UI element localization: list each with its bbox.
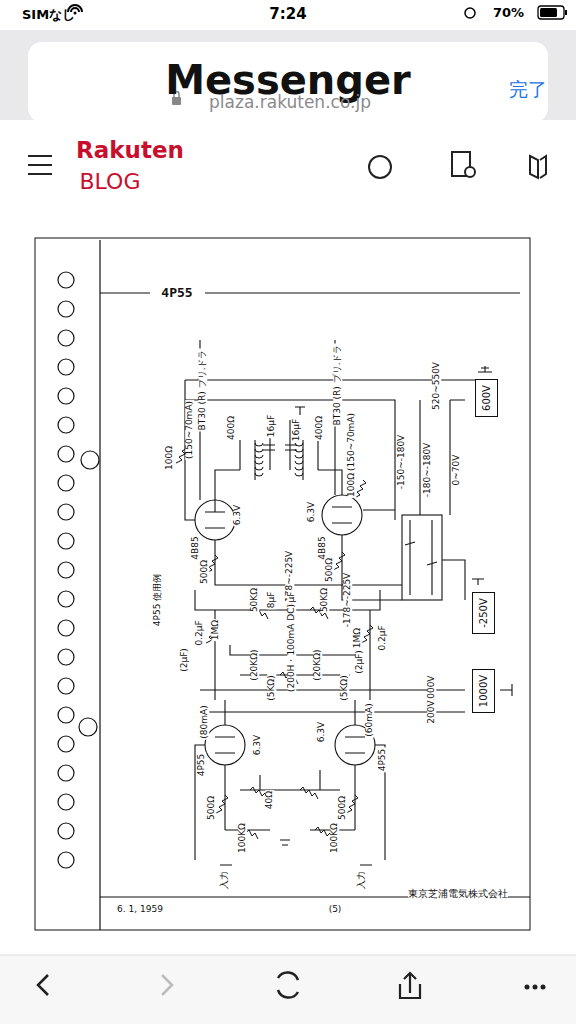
- component-value: 0~70V: [452, 454, 461, 487]
- binder-hole: [58, 591, 74, 607]
- component-value: 100Ω: [165, 445, 174, 471]
- binder-hole: [58, 272, 74, 288]
- component-value: (80mA): [200, 704, 209, 739]
- component-value: (5KΩ): [267, 674, 276, 702]
- binder-hole: [58, 533, 74, 549]
- component-value: 6.3V: [253, 734, 262, 756]
- ui-text: 完了: [509, 80, 547, 100]
- component-value: (150~70mA): [347, 412, 356, 472]
- resistor-symbol: [300, 787, 318, 799]
- component-value: 50KΩ: [320, 587, 329, 613]
- scan-page: [35, 238, 530, 930]
- binder-hole: [58, 649, 74, 665]
- ui-text: 70%: [493, 6, 524, 20]
- ui-text: BLOG: [80, 170, 141, 193]
- component-value: (200H・100mA DC): [287, 603, 296, 693]
- component-value: 0.2μF: [378, 624, 387, 651]
- supply-voltage: -250V: [478, 598, 489, 628]
- component-value: 16μF: [267, 414, 276, 438]
- component-value: 4P55: [378, 748, 387, 773]
- component-value: BT30 (R) プリ.ドラ: [333, 344, 342, 427]
- component-value: 入力: [220, 870, 229, 890]
- component-value: 0.2μF: [195, 619, 204, 646]
- binder-hole: [58, 475, 74, 491]
- binder-hole: [58, 417, 74, 433]
- component-value: (2μF): [180, 647, 189, 673]
- component-value: (20KΩ): [250, 648, 259, 681]
- resistor-symbol: [216, 795, 228, 813]
- component-value: 50KΩ: [250, 587, 259, 613]
- binder-hole: [58, 620, 74, 636]
- binder-hole: [58, 852, 74, 868]
- component-value: 100KΩ: [330, 822, 339, 854]
- component-value: -180~-180V: [423, 442, 432, 499]
- supply-box: 1000V: [472, 669, 495, 713]
- component-value: 6.3V: [307, 501, 316, 523]
- component-value: 1MΩ: [353, 627, 362, 649]
- component-value: 200V: [427, 699, 436, 724]
- component-value: 1MΩ: [211, 619, 220, 641]
- component-value: 500Ω: [338, 795, 347, 821]
- component-value: 520~550V: [432, 361, 441, 411]
- binder-hole: [58, 736, 74, 752]
- component-value: 4P55: [161, 286, 192, 300]
- component-value: 100KΩ: [238, 822, 247, 854]
- resistor-symbol: [361, 625, 373, 643]
- component-value: 400Ω: [227, 415, 236, 441]
- binder-hole: [58, 504, 74, 520]
- component-value: 6.3V: [317, 721, 326, 743]
- component-value: 4P55: [197, 753, 206, 778]
- binder-hole: [58, 678, 74, 694]
- component-value: 16μF: [292, 418, 301, 442]
- ui-text: plaza.rakuten.co.jp: [209, 94, 371, 112]
- component-value: 6. 1, 1959: [117, 905, 163, 914]
- component-value: 8μF: [267, 591, 276, 610]
- component-value: 500Ω: [207, 795, 216, 821]
- supply-box: 600V: [475, 379, 498, 417]
- component-value: 40Ω: [265, 790, 274, 810]
- component-value: -178~-225V: [343, 572, 352, 629]
- binder-hole: [58, 765, 74, 781]
- ui-text: SIMなし: [22, 8, 75, 22]
- component-value: (5KΩ): [340, 674, 349, 702]
- supply-box: -250V: [472, 592, 495, 634]
- ui-text: Rakuten: [76, 138, 184, 162]
- binder-hole: [58, 388, 74, 404]
- component-value: 500Ω: [325, 557, 334, 583]
- binder-hole: [58, 359, 74, 375]
- component-value: 500Ω: [200, 559, 209, 585]
- supply-voltage: 600V: [481, 385, 492, 411]
- component-value: (2μF): [355, 649, 364, 675]
- component-value: 東京芝浦電気株式会社: [408, 889, 508, 900]
- supply-voltage: 1000V: [478, 675, 489, 707]
- binder-hole: [58, 794, 74, 810]
- component-value: 入力: [357, 870, 366, 890]
- component-value: 400Ω: [315, 415, 324, 441]
- binder-hole: [58, 562, 74, 578]
- component-value: (60mA): [365, 702, 374, 737]
- component-value: BT30 (R) プリ.ドラ: [198, 349, 207, 432]
- component-value: 4P55 使用例: [153, 573, 162, 627]
- ui-text: 7:24: [269, 7, 306, 23]
- component-value: (20KΩ): [313, 648, 322, 681]
- component-value: 100Ω: [347, 472, 356, 498]
- resistor-symbol: [346, 795, 358, 813]
- resistor-symbol: [333, 552, 345, 570]
- component-value: 6.3V: [233, 504, 242, 526]
- binder-hole: [58, 823, 74, 839]
- component-value: (5): [329, 905, 342, 914]
- component-value: 4B85: [191, 535, 200, 560]
- circuit-wires: [185, 340, 512, 865]
- binder-hole: [58, 330, 74, 346]
- binder-hole: [58, 446, 74, 462]
- binder-hole: [58, 707, 74, 723]
- binder-hole: [58, 301, 74, 317]
- component-value: -150~-180V: [397, 434, 406, 491]
- component-value: (150~70mA): [185, 400, 194, 460]
